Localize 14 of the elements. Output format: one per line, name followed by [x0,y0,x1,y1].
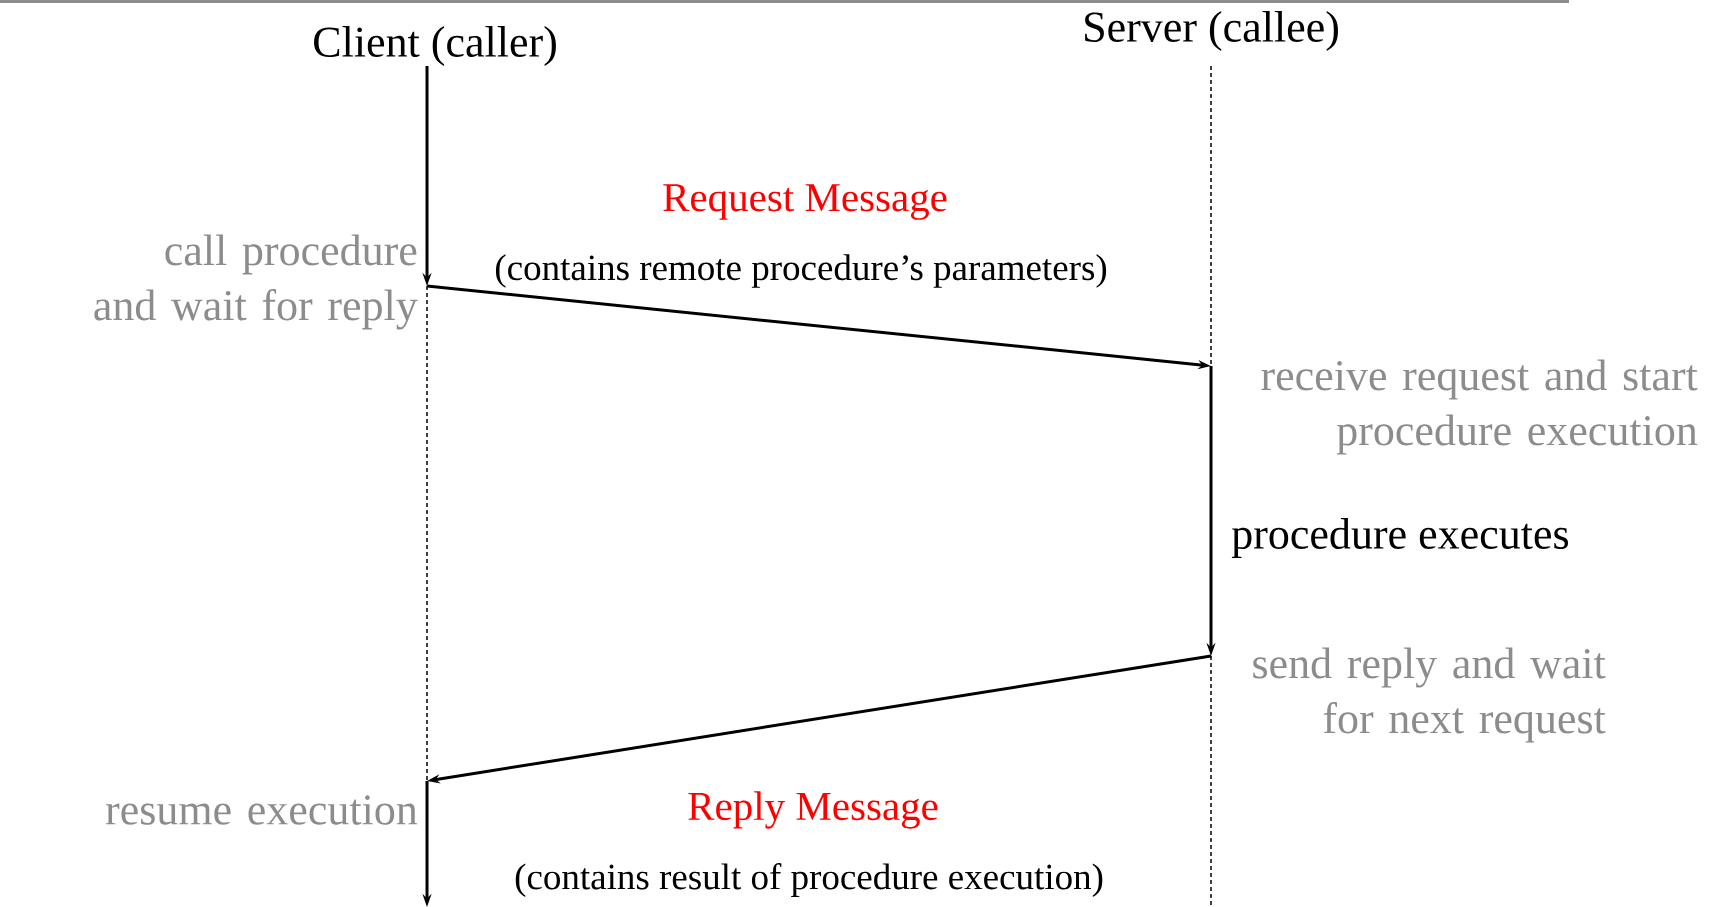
annotation-text: send reply and wait for next request [1253,647,1606,743]
lifeline [1210,65,1212,367]
annotation-text: resume execution [105,795,418,825]
message-note: (contains remote procedure’s parameters) [496,254,1107,288]
annotation-text: call procedure and wait for reply [94,234,418,330]
annotation-text: receive request and start procedure execution [1261,359,1698,455]
edge-label: Reply Message [685,789,941,831]
lifeline [1210,655,1212,907]
message-note: (contains result of procedure execution) [515,863,1103,897]
edge-label: Request Message [660,182,950,222]
lifeline-header: Server (callee) [1085,11,1338,51]
lifeline-header: Client (caller) [314,26,556,66]
step-note: procedure executes [1231,518,1568,558]
lifeline [426,285,428,782]
